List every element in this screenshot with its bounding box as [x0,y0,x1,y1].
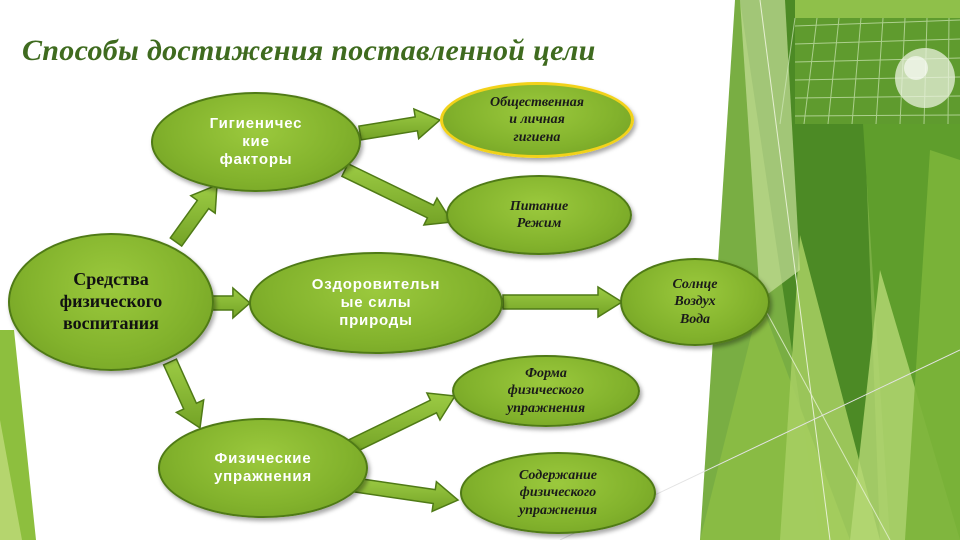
arrow-hygiene-to-nutrition [340,162,454,226]
net-line [827,17,840,125]
node-content-text: Содержание физического упражнения [518,468,598,518]
net-line [779,17,796,125]
arrow-exercises-to-content [353,477,460,513]
decor-shape [740,0,800,300]
arrow-nature-to-sun [502,285,624,319]
node-content: Содержание физического упражнения [460,452,656,534]
arrow-shape [162,358,205,430]
arrow-root-to-nature [211,286,252,320]
decor-line [759,0,831,540]
decor-shape [0,420,22,540]
net-line [794,38,960,45]
node-exercises-text: Физические упражнения [214,449,312,485]
arrow-exercises-to-form [345,392,457,455]
node-public-hygiene-text: Общественная и личная гигиена [490,95,584,145]
node-form-text: Форма физического упражнения [506,366,586,416]
node-sun: Солнце Воздух Вода [620,258,770,346]
arrow-shape [502,285,624,319]
arrow-shape [353,477,460,513]
net-line [851,17,862,125]
node-nature-text: Оздоровительн ые силы природы [311,275,441,330]
net-line [794,19,960,27]
node-sun-text: Солнце Воздух Вода [672,277,718,327]
arrow-shape [211,286,252,320]
ball-highlight [904,56,928,80]
arrow-shape [169,183,218,248]
node-nature: Оздоровительн ые силы природы [249,252,503,354]
node-hygiene: Гигиеничес кие факторы [151,92,361,192]
node-root-text: Средства физического воспитания [59,269,163,333]
photo-top-strip [795,0,960,18]
arrow-shape [345,392,457,455]
arrow-hygiene-to-public [358,107,442,141]
node-exercises: Физические упражнения [158,418,368,518]
arrow-root-to-exercises [162,358,205,430]
decor-shape [780,235,880,540]
net-line [794,114,960,117]
net-line [875,17,884,125]
node-nutrition-text: Питание Режим [509,198,569,231]
slide-title: Способы достижения поставленной цели [22,34,596,67]
decor-shape [905,150,960,540]
node-public-hygiene: Общественная и личная гигиена [440,82,634,158]
arrow-shape [358,107,442,141]
node-form: Форма физического упражнения [452,355,640,427]
net-line [803,17,818,125]
node-root: Средства физического воспитания [8,233,214,371]
node-hygiene-text: Гигиеничес кие факторы [209,114,303,169]
node-nutrition: Питание Режим [446,175,632,255]
arrow-root-to-hygiene [169,183,218,248]
decor-line [759,299,891,540]
arrow-shape [340,162,454,226]
